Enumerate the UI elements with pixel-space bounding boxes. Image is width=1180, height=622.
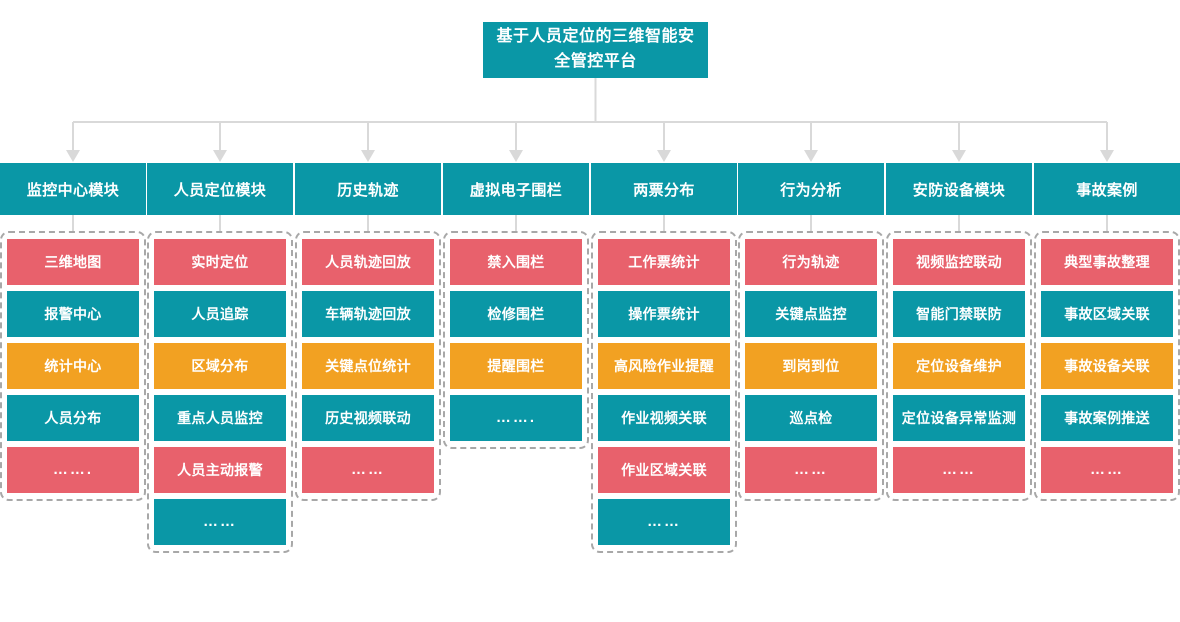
module-column-4: 虚拟电子围栏 禁入围栏 检修围栏 提醒围栏 …….: [443, 163, 589, 449]
feature-item[interactable]: 区域分布: [154, 343, 286, 389]
module-column-5: 两票分布 工作票统计 操作票统计 高风险作业提醒 作业视频关联 作业区域关联 ……: [591, 163, 737, 553]
column-gap-7: [886, 215, 1032, 231]
feature-item-more[interactable]: ……: [1041, 447, 1173, 493]
feature-item[interactable]: 人员分布: [7, 395, 139, 441]
feature-item[interactable]: 操作票统计: [598, 291, 730, 337]
feature-item-more[interactable]: ……: [893, 447, 1025, 493]
feature-item[interactable]: 关键点监控: [745, 291, 877, 337]
module-header-7[interactable]: 安防设备模块: [886, 163, 1032, 215]
module-column-2: 人员定位模块 实时定位 人员追踪 区域分布 重点人员监控 人员主动报警 ……: [147, 163, 293, 553]
arrowhead-6: [804, 150, 818, 162]
module-header-3[interactable]: 历史轨迹: [295, 163, 441, 215]
module-header-4[interactable]: 虚拟电子围栏: [443, 163, 589, 215]
column-gap-6: [738, 215, 884, 231]
feature-group-2: 实时定位 人员追踪 区域分布 重点人员监控 人员主动报警 ……: [147, 231, 293, 553]
module-header-6[interactable]: 行为分析: [738, 163, 884, 215]
arrowhead-4: [509, 150, 523, 162]
feature-item[interactable]: 巡点检: [745, 395, 877, 441]
feature-item[interactable]: 事故案例推送: [1041, 395, 1173, 441]
feature-item-more[interactable]: ……: [302, 447, 434, 493]
feature-item[interactable]: 到岗到位: [745, 343, 877, 389]
arrowhead-8: [1100, 150, 1114, 162]
feature-item[interactable]: 提醒围栏: [450, 343, 582, 389]
feature-item[interactable]: 禁入围栏: [450, 239, 582, 285]
feature-group-5: 工作票统计 操作票统计 高风险作业提醒 作业视频关联 作业区域关联 ……: [591, 231, 737, 553]
column-gap-8: [1034, 215, 1180, 231]
feature-item[interactable]: 人员追踪: [154, 291, 286, 337]
feature-group-4: 禁入围栏 检修围栏 提醒围栏 …….: [443, 231, 589, 449]
feature-item[interactable]: 统计中心: [7, 343, 139, 389]
feature-item-more[interactable]: …….: [7, 447, 139, 493]
feature-item[interactable]: 事故区域关联: [1041, 291, 1173, 337]
feature-item[interactable]: 人员主动报警: [154, 447, 286, 493]
feature-group-8: 典型事故整理 事故区域关联 事故设备关联 事故案例推送 ……: [1034, 231, 1180, 501]
module-column-1: 监控中心模块 三维地图 报警中心 统计中心 人员分布 …….: [0, 163, 146, 501]
feature-item-more[interactable]: ……: [154, 499, 286, 545]
module-header-5[interactable]: 两票分布: [591, 163, 737, 215]
feature-item[interactable]: 行为轨迹: [745, 239, 877, 285]
feature-item[interactable]: 实时定位: [154, 239, 286, 285]
feature-item[interactable]: 工作票统计: [598, 239, 730, 285]
feature-item[interactable]: 智能门禁联防: [893, 291, 1025, 337]
column-gap-2: [147, 215, 293, 231]
arrowhead-1: [66, 150, 80, 162]
feature-item[interactable]: 历史视频联动: [302, 395, 434, 441]
module-header-1[interactable]: 监控中心模块: [0, 163, 146, 215]
column-gap-3: [295, 215, 441, 231]
feature-item[interactable]: 事故设备关联: [1041, 343, 1173, 389]
page-title: 基于人员定位的三维智能安全管控平台: [483, 22, 708, 78]
feature-item[interactable]: 关键点位统计: [302, 343, 434, 389]
feature-group-1: 三维地图 报警中心 统计中心 人员分布 …….: [0, 231, 146, 501]
feature-item-more[interactable]: ……: [745, 447, 877, 493]
feature-item[interactable]: 典型事故整理: [1041, 239, 1173, 285]
module-column-8: 事故案例 典型事故整理 事故区域关联 事故设备关联 事故案例推送 ……: [1034, 163, 1180, 501]
module-header-8[interactable]: 事故案例: [1034, 163, 1180, 215]
module-column-3: 历史轨迹 人员轨迹回放 车辆轨迹回放 关键点位统计 历史视频联动 ……: [295, 163, 441, 501]
feature-item[interactable]: 报警中心: [7, 291, 139, 337]
column-gap-1: [0, 215, 146, 231]
feature-item[interactable]: 定位设备维护: [893, 343, 1025, 389]
feature-item[interactable]: 三维地图: [7, 239, 139, 285]
feature-item[interactable]: 高风险作业提醒: [598, 343, 730, 389]
feature-item[interactable]: 定位设备异常监测: [893, 395, 1025, 441]
feature-group-7: 视频监控联动 智能门禁联防 定位设备维护 定位设备异常监测 ……: [886, 231, 1032, 501]
feature-item[interactable]: 作业区域关联: [598, 447, 730, 493]
module-header-2[interactable]: 人员定位模块: [147, 163, 293, 215]
arrowhead-5: [657, 150, 671, 162]
feature-item[interactable]: 人员轨迹回放: [302, 239, 434, 285]
feature-group-6: 行为轨迹 关键点监控 到岗到位 巡点检 ……: [738, 231, 884, 501]
feature-item[interactable]: 视频监控联动: [893, 239, 1025, 285]
arrowheads: [66, 150, 1114, 162]
module-column-7: 安防设备模块 视频监控联动 智能门禁联防 定位设备维护 定位设备异常监测 ……: [886, 163, 1032, 501]
column-gap-5: [591, 215, 737, 231]
column-gap-4: [443, 215, 589, 231]
arrowhead-3: [361, 150, 375, 162]
module-column-6: 行为分析 行为轨迹 关键点监控 到岗到位 巡点检 ……: [738, 163, 884, 501]
feature-item[interactable]: 作业视频关联: [598, 395, 730, 441]
feature-group-3: 人员轨迹回放 车辆轨迹回放 关键点位统计 历史视频联动 ……: [295, 231, 441, 501]
feature-item[interactable]: 重点人员监控: [154, 395, 286, 441]
feature-item-more[interactable]: …….: [450, 395, 582, 441]
feature-item[interactable]: 车辆轨迹回放: [302, 291, 434, 337]
arrowhead-2: [213, 150, 227, 162]
feature-item[interactable]: 检修围栏: [450, 291, 582, 337]
arrowhead-7: [952, 150, 966, 162]
feature-item-more[interactable]: ……: [598, 499, 730, 545]
